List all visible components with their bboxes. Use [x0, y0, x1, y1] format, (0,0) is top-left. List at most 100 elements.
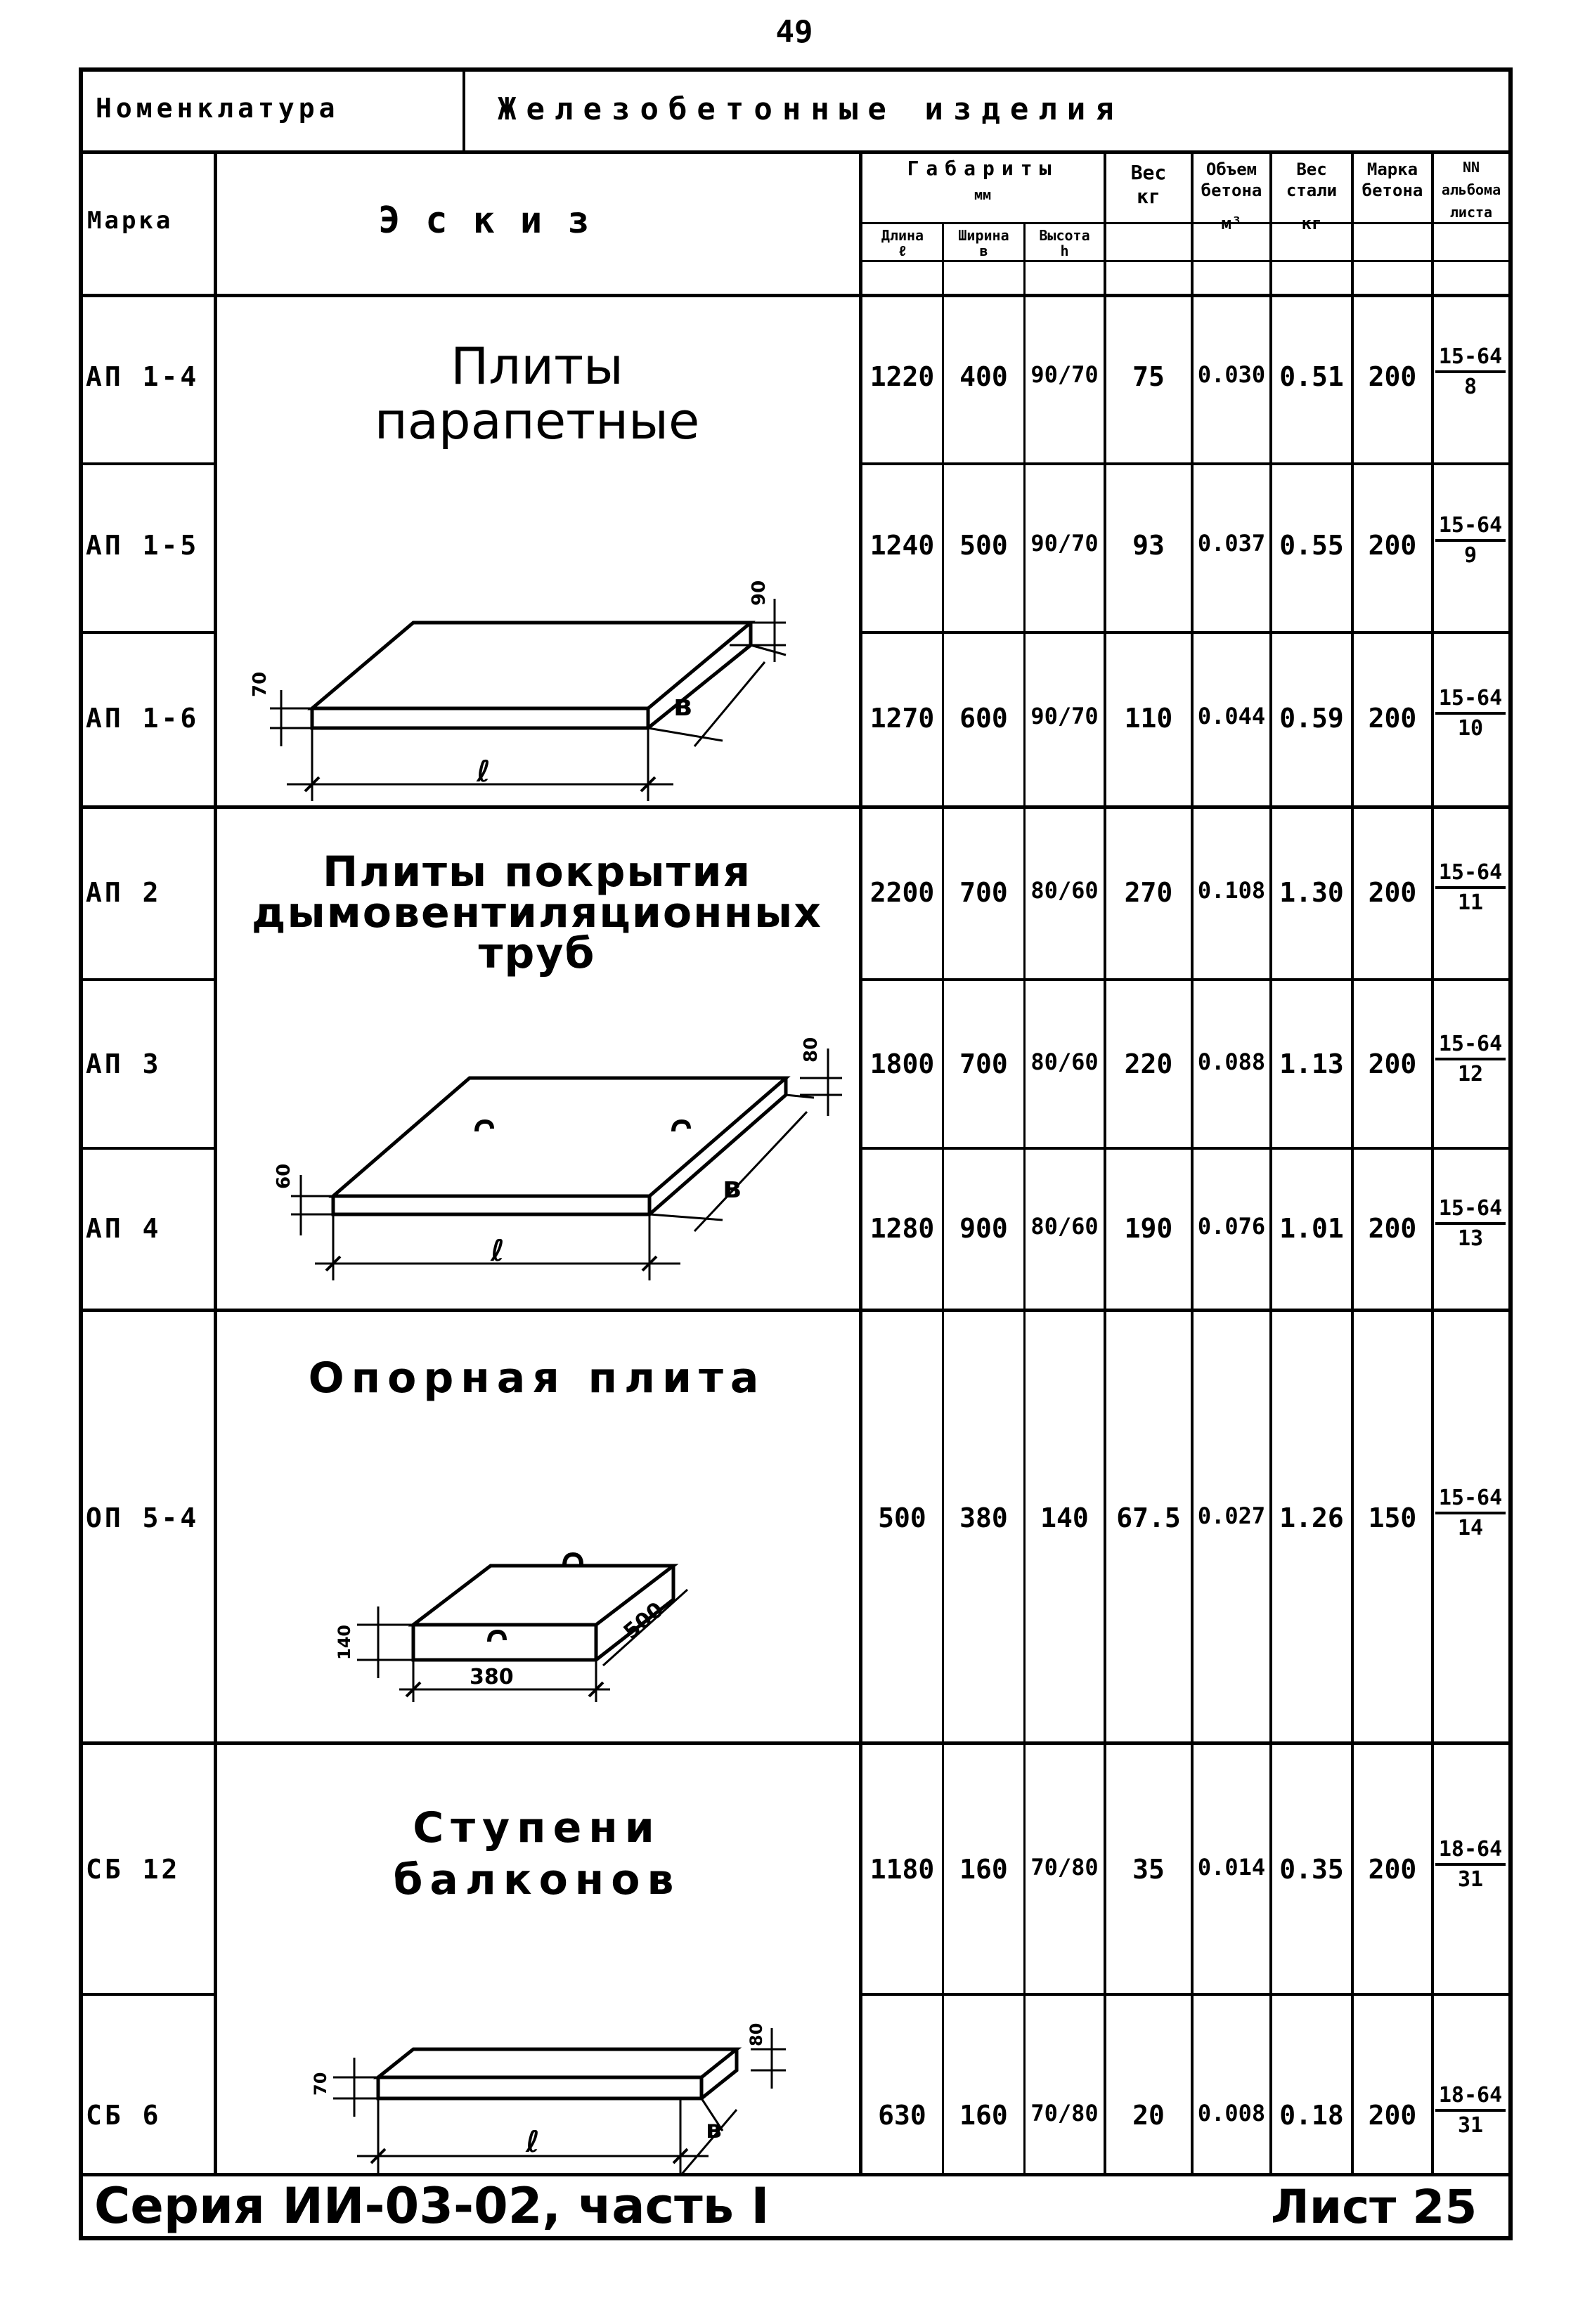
- step-h1-label: 70: [311, 2072, 330, 2096]
- col-dimensions-unit: мм: [974, 186, 992, 203]
- row-grade: 150: [1368, 1502, 1417, 1533]
- row-weight: 93: [1132, 530, 1165, 561]
- step-length-label: ℓ: [525, 2124, 540, 2159]
- row-volume: 0.088: [1197, 1049, 1266, 1075]
- row-volume: 0.014: [1197, 1854, 1266, 1881]
- row-mark: АП 4: [86, 1213, 162, 1244]
- group-2-title-line-3: труб: [478, 929, 596, 978]
- chimney-slab-sketch: ℓ в 60 80: [273, 1037, 842, 1280]
- row-width: 400: [959, 361, 1008, 392]
- row-length: 500: [878, 1502, 926, 1533]
- support-height-label: 140: [335, 1625, 354, 1660]
- row-length: 2200: [869, 877, 935, 908]
- row-volume: 0.027: [1197, 1502, 1266, 1529]
- parapet-length-label: ℓ: [476, 754, 491, 788]
- row-width: 380: [959, 1502, 1008, 1533]
- chimney-length-label: ℓ: [490, 1233, 505, 1268]
- row-grade: 200: [1368, 877, 1417, 908]
- group-2-title-line-2: дымовентиляционных: [252, 888, 822, 937]
- row-steel: 1.26: [1279, 1502, 1344, 1533]
- parapet-h2-label: 90: [749, 580, 770, 606]
- row-grade: 200: [1368, 1213, 1417, 1244]
- col-weight-header: Вес: [1130, 161, 1167, 184]
- col-weight-unit: кг: [1137, 185, 1160, 208]
- parapet-h1-label: 70: [250, 672, 271, 697]
- row-width: 700: [959, 877, 1008, 908]
- row-steel: 0.51: [1279, 361, 1344, 392]
- row-weight: 110: [1124, 703, 1173, 734]
- row-weight: 75: [1132, 361, 1165, 392]
- parapet-width-label: в: [673, 688, 692, 722]
- col-album-header: NN альбома листа: [1441, 159, 1501, 221]
- col-length-header: Длина: [881, 227, 924, 244]
- row-mark: АП 1-6: [86, 703, 200, 734]
- col-width-header: Ширина: [958, 227, 1009, 244]
- drawing-sheet: Номенклатура Железобетонные изделия Марк…: [79, 67, 1513, 2240]
- chimney-width-label: в: [723, 1170, 742, 1205]
- row-weight: 270: [1124, 877, 1173, 908]
- parapet-slab-sketch: ℓ в 70 90: [250, 580, 787, 801]
- row-mark: СБ 6: [86, 2100, 162, 2131]
- col-volume-header: Объем бетона: [1201, 160, 1262, 200]
- row-volume: 0.108: [1197, 877, 1266, 904]
- col-width-sym: в: [979, 242, 988, 259]
- row-height: 70/80: [1030, 2100, 1099, 2127]
- group-2-title-line-1: Плиты покрытия: [322, 848, 752, 897]
- col-mark-header: Марка: [87, 207, 174, 235]
- row-mark: АП 2: [86, 877, 162, 908]
- row-width: 900: [959, 1213, 1008, 1244]
- row-length: 1800: [869, 1049, 935, 1079]
- row-weight: 35: [1132, 1854, 1165, 1885]
- row-grade: 200: [1368, 530, 1417, 561]
- group-4-title-line-1: Ступени: [413, 1803, 661, 1852]
- support-plate-sketch: 380 500 140: [335, 1552, 689, 1702]
- row-grade: 200: [1368, 1854, 1417, 1885]
- group-1-title-line-1: Плиты: [451, 337, 623, 396]
- row-volume: 0.044: [1197, 703, 1266, 729]
- row-weight: 190: [1124, 1213, 1173, 1244]
- row-width: 700: [959, 1049, 1008, 1079]
- row-height: 140: [1040, 1502, 1089, 1533]
- row-weight: 220: [1124, 1049, 1173, 1079]
- row-steel: 1.01: [1279, 1213, 1344, 1244]
- row-steel: 0.55: [1279, 530, 1344, 561]
- row-mark: СБ 12: [86, 1854, 181, 1885]
- support-width-label: 380: [470, 1665, 514, 1689]
- chimney-h2-label: 80: [801, 1037, 822, 1063]
- row-height: 70/80: [1030, 1854, 1099, 1881]
- col-steel-header: Вес стали: [1286, 160, 1338, 200]
- col-grade-header: Марка бетона: [1362, 160, 1423, 200]
- row-width: 160: [959, 1854, 1008, 1885]
- row-height: 80/60: [1030, 1049, 1099, 1075]
- col-sketch-header: Эскиз: [378, 200, 615, 242]
- row-width: 160: [959, 2100, 1008, 2131]
- row-height: 90/70: [1030, 530, 1099, 557]
- row-length: 630: [878, 2100, 926, 2131]
- sheet-number: Лист 25: [1271, 2180, 1477, 2234]
- step-h2-label: 80: [746, 2023, 766, 2046]
- row-width: 500: [959, 530, 1008, 561]
- row-grade: 200: [1368, 1049, 1417, 1079]
- row-volume: 0.076: [1197, 1213, 1266, 1240]
- row-volume: 0.037: [1197, 530, 1266, 557]
- row-height: 80/60: [1030, 1213, 1099, 1240]
- row-length: 1270: [869, 703, 935, 734]
- row-height: 90/70: [1030, 361, 1099, 388]
- row-mark: АП 3: [86, 1049, 162, 1079]
- group-4-title-line-2: балконов: [393, 1855, 681, 1904]
- col-height-sym: h: [1060, 242, 1069, 259]
- col-volume-unit: м³: [1221, 214, 1242, 233]
- row-steel: 0.18: [1279, 2100, 1344, 2131]
- chimney-h1-label: 60: [273, 1164, 295, 1189]
- row-steel: 1.13: [1279, 1049, 1344, 1079]
- col-height-header: Высота: [1039, 227, 1090, 244]
- row-length: 1180: [869, 1854, 935, 1885]
- row-volume: 0.008: [1197, 2100, 1266, 2127]
- group-3-title: Опорная плита: [308, 1353, 766, 1403]
- row-grade: 200: [1368, 703, 1417, 734]
